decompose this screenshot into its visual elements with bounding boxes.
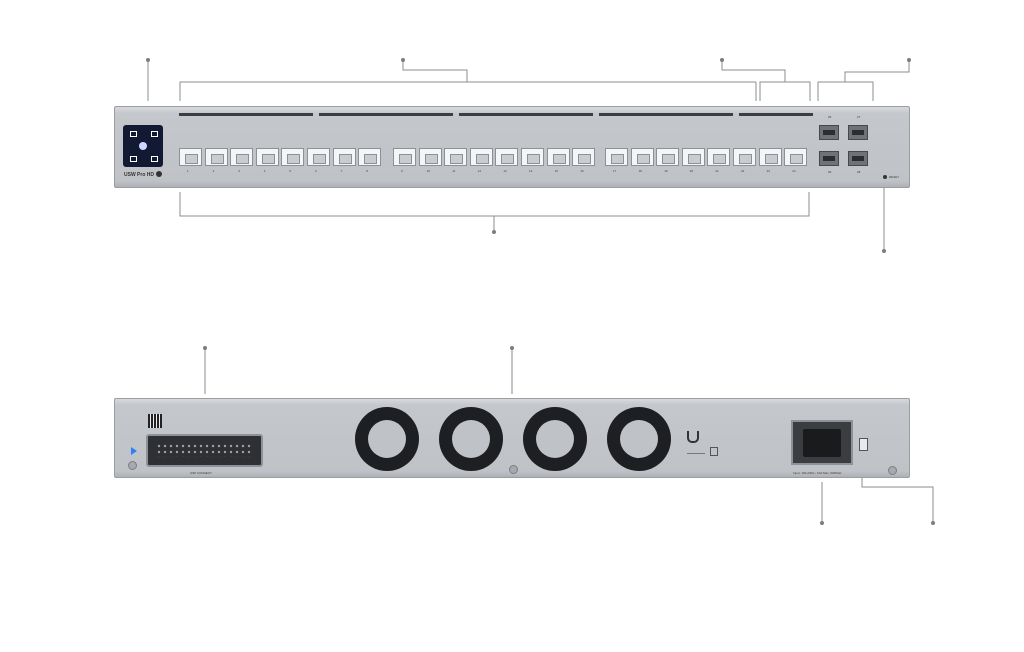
rj45-port-20[interactable]: [681, 148, 705, 166]
reset-button[interactable]: [883, 175, 887, 179]
qr-code: [148, 414, 162, 428]
port-number-label: 4: [263, 169, 266, 173]
sfp-label-26: 26: [828, 170, 832, 174]
port-number-label: 17: [613, 169, 617, 173]
sfp-label-25: 25: [828, 115, 832, 119]
rj45-port-17[interactable]: [605, 148, 628, 166]
rj45-port-4[interactable]: [255, 148, 279, 166]
fan-4: [607, 407, 671, 471]
port-led-strip: [739, 113, 813, 116]
rj45-port-24[interactable]: [784, 148, 808, 166]
info-icon: [156, 171, 162, 177]
port-number-label: 1: [187, 169, 189, 173]
power-rating-label: Input: 100-240V~ 10A Max, 50/60Hz: [793, 471, 842, 475]
port-led-strip: [179, 113, 313, 116]
port-number-label: 10: [426, 169, 430, 173]
rj45-port-10[interactable]: [418, 148, 442, 166]
rj45-port-15[interactable]: [546, 148, 570, 166]
rj45-port-11[interactable]: [444, 148, 468, 166]
reset-label: RESET: [889, 175, 900, 179]
port-number-label: 3: [238, 169, 240, 173]
rear-panel: USP CONNECT Input: 100-240V~ 10A Max, 50…: [114, 398, 910, 478]
rj45-port-14[interactable]: [521, 148, 544, 166]
port-number-label: 22: [741, 169, 745, 173]
port-led-strip: [319, 113, 453, 116]
rj45-port-16[interactable]: [572, 148, 596, 166]
rj45-port-2[interactable]: [204, 148, 228, 166]
port-number-label: 7: [340, 169, 343, 173]
port-number-label: 16: [580, 169, 584, 173]
port-number-label: 8: [366, 169, 368, 173]
rear-screw-right: [888, 466, 897, 475]
port-number-label: 6: [315, 169, 317, 173]
port-number-label: 18: [638, 169, 642, 173]
rj45-port-12[interactable]: [469, 148, 493, 166]
port-led-strip: [599, 113, 733, 116]
port-number-label: 13: [503, 169, 507, 173]
port-led-strip: [459, 113, 593, 116]
sfp-port-28[interactable]: [848, 151, 868, 166]
model-label: USW Pro HD: [124, 172, 154, 178]
rj45-port-5[interactable]: [281, 148, 305, 166]
sfp-label-27: 27: [857, 115, 861, 119]
rj45-port-1[interactable]: [179, 148, 202, 166]
port-number-label: 14: [529, 169, 533, 173]
port-number-label: 12: [477, 169, 482, 173]
fan-3: [523, 407, 587, 471]
ce-mark-icon: [687, 447, 705, 454]
port-number-label: 9: [401, 169, 403, 173]
port-number-label: 23: [766, 169, 770, 173]
sfp-label-28: 28: [857, 170, 861, 174]
weee-icon: [710, 447, 718, 456]
usp-connect-port[interactable]: [146, 434, 263, 467]
rj45-port-8[interactable]: [358, 148, 382, 166]
port-number-label: 24: [792, 169, 796, 173]
rj45-port-7[interactable]: [332, 148, 356, 166]
sfp-port-27[interactable]: [848, 125, 868, 140]
power-switch[interactable]: [859, 438, 868, 451]
ground-screw: [128, 461, 137, 470]
rj45-port-18[interactable]: [630, 148, 654, 166]
fan-2: [439, 407, 503, 471]
sfp-port-26[interactable]: [819, 151, 839, 166]
sfp-port-25[interactable]: [819, 125, 839, 140]
ac-power-inlet[interactable]: [791, 420, 853, 465]
rj45-port-22[interactable]: [733, 148, 756, 166]
connector-label: USP CONNECT: [190, 471, 212, 475]
lcd-touchscreen-icon[interactable]: [123, 125, 163, 167]
rj45-port-21[interactable]: [707, 148, 731, 166]
rj45-port-23[interactable]: [758, 148, 782, 166]
chassis-screw: [509, 465, 518, 474]
port-number-label: 11: [452, 169, 456, 173]
rj45-port-13[interactable]: [495, 148, 519, 166]
rj45-port-19[interactable]: [656, 148, 680, 166]
rj45-port-6[interactable]: [307, 148, 330, 166]
rj45-port-9[interactable]: [393, 148, 416, 166]
port-number-label: 5: [289, 169, 292, 173]
port-number-label: 21: [715, 169, 719, 173]
rj45-port-3[interactable]: [230, 148, 254, 166]
port-number-label: 20: [689, 169, 694, 173]
fan-1: [355, 407, 419, 471]
ubiquiti-logo-icon: [687, 431, 699, 443]
status-led-icon: [131, 447, 137, 455]
port-number-label: 19: [664, 169, 668, 173]
port-number-label: 2: [212, 169, 215, 173]
port-number-label: 15: [554, 169, 558, 173]
